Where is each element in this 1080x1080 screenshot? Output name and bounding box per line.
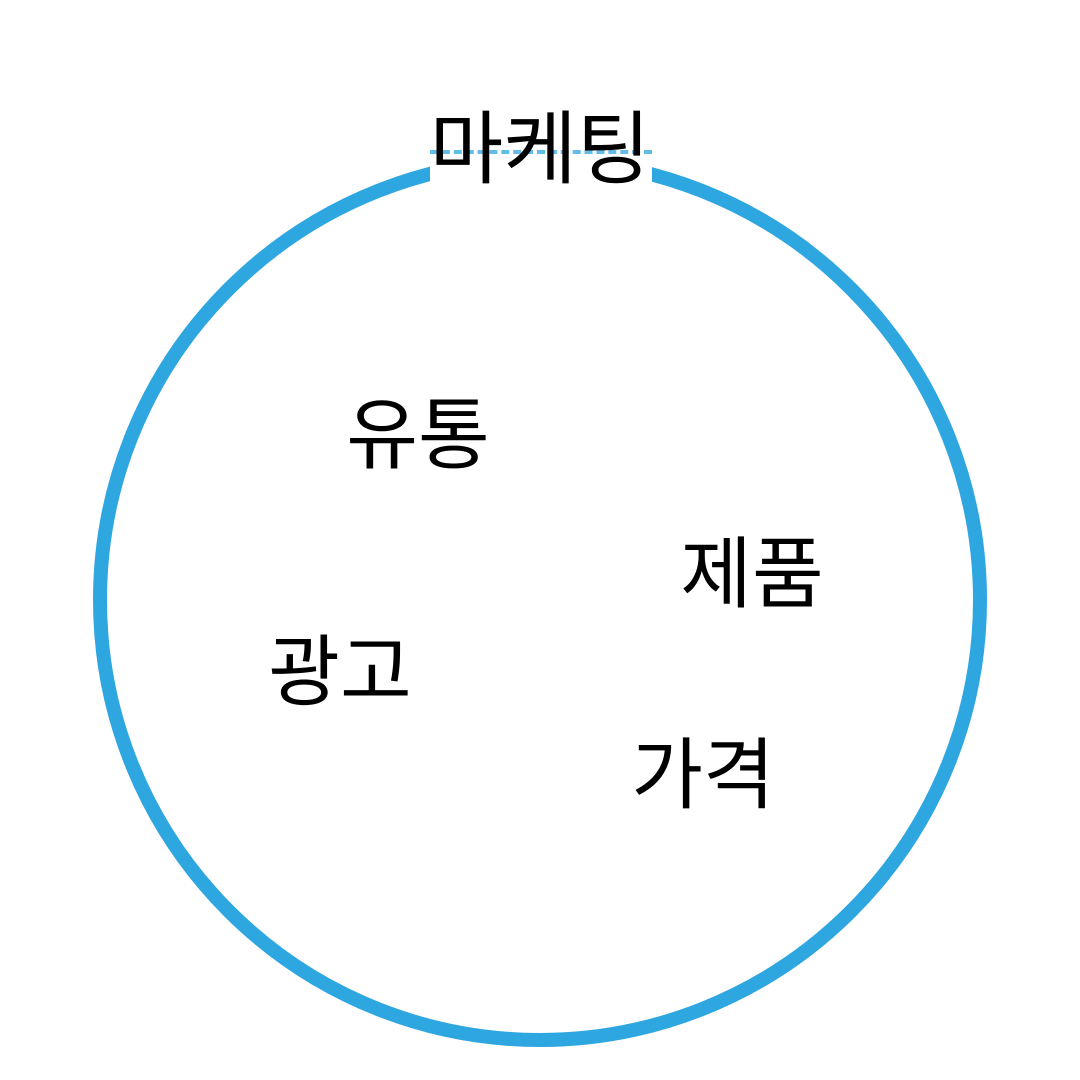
ring-circle: [93, 153, 987, 1047]
title-gap-dash: [430, 150, 652, 154]
diagram-title: 마케팅: [429, 103, 651, 196]
item-price: 가격: [631, 731, 775, 821]
title-gap: [430, 106, 652, 190]
item-advertising: 광고: [268, 628, 412, 718]
item-product: 제품: [680, 530, 824, 620]
item-distribution: 유통: [346, 391, 490, 481]
